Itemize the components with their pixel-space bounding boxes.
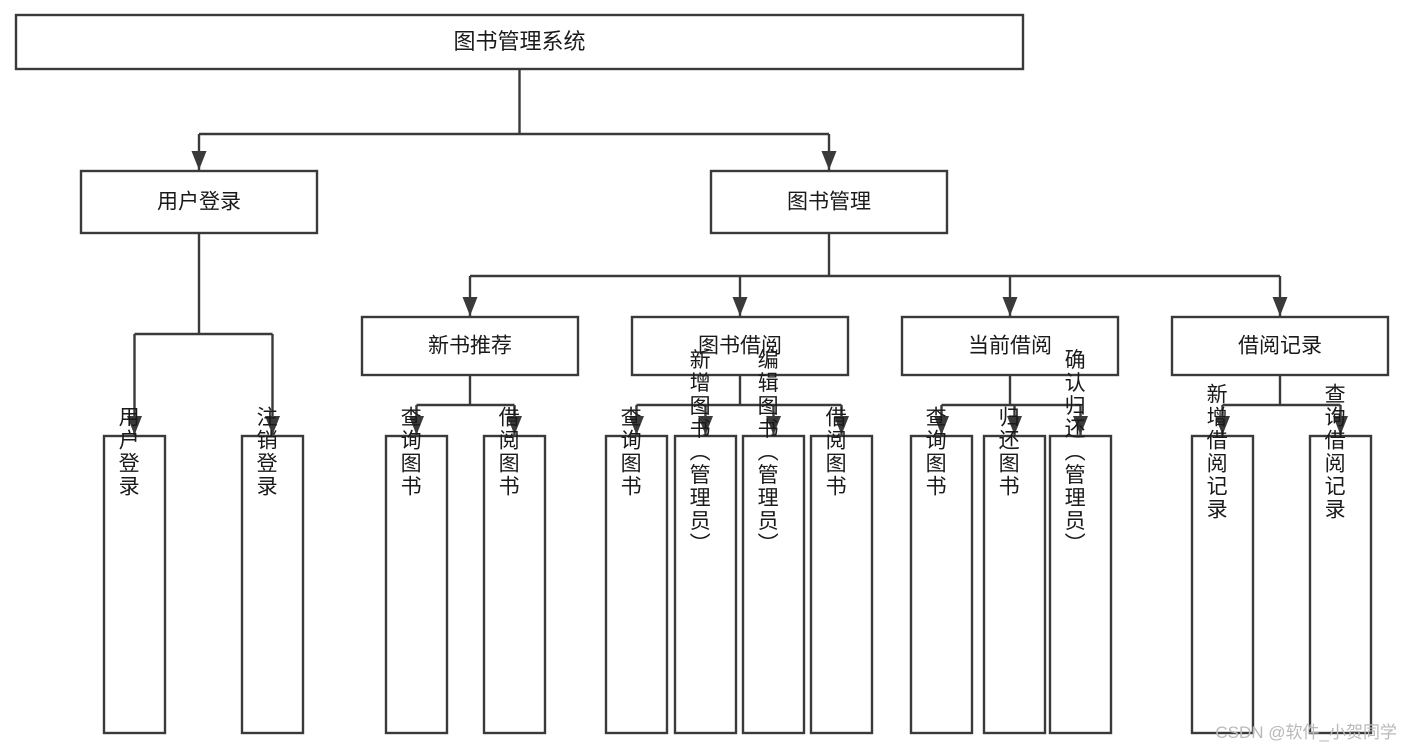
arrow-down-icon [766,416,781,435]
node-leaf-borrow-book-rect[interactable] [809,434,874,735]
arrow-down-icon [409,416,424,435]
arrow-down-icon [821,151,837,170]
node-leaf-query-book-cur-label: 查询图书 [923,406,947,498]
arrow-down-icon [507,416,522,435]
node-leaf-add-book-admin-rect[interactable] [673,434,738,735]
node-leaf-add-borrow-record-label: 新增借阅记录 [1204,383,1228,521]
node-root[interactable]: 图书管理系统 [14,13,1025,71]
node-leaf-query-borrow-record[interactable]: 查询借阅记录 [1308,383,1373,735]
node-leaf-query-book-borrow-label: 查询图书 [618,406,642,498]
node-leaf-borrow-book-rec-rect[interactable] [482,434,547,735]
arrow-down-icon [462,297,478,316]
node-leaf-borrow-book-rec[interactable]: 借阅图书 [482,406,547,735]
node-new-book-rec[interactable]: 新书推荐 [360,315,580,377]
arrow-down-icon [1002,297,1018,316]
node-leaf-query-book-rec-rect[interactable] [384,434,449,735]
node-book-manage-rect[interactable] [709,169,949,235]
node-leaf-query-borrow-record-label: 查询借阅记录 [1322,383,1346,521]
node-leaf-confirm-return-admin-label: 确认归还（管理员） [1062,349,1086,556]
arrow-down-icon [191,151,207,170]
node-leaf-user-logout-label: 注销登录 [254,406,278,498]
node-current-borrow[interactable]: 当前借阅 [900,315,1120,377]
node-current-borrow-label: 当前借阅 [968,335,1052,358]
node-leaf-confirm-return-admin-rect[interactable] [1048,434,1113,735]
node-leaf-query-book-cur[interactable]: 查询图书 [909,406,974,735]
node-new-book-rec-label: 新书推荐 [428,335,512,358]
csdn-watermark: CSDN @软件_小贺同学 [1215,723,1397,742]
node-root-label: 图书管理系统 [453,29,585,54]
node-leaf-add-borrow-record-rect[interactable] [1190,434,1255,735]
node-leaf-query-book-rec-label: 查询图书 [398,406,422,498]
node-borrow-record[interactable]: 借阅记录 [1170,315,1390,377]
node-leaf-return-book-rect[interactable] [982,434,1047,735]
node-layer: 图书管理系统用户登录图书管理新书推荐图书借阅当前借阅借阅记录用户登录注销登录查询… [14,13,1390,735]
node-user-login-rect[interactable] [79,169,319,235]
arrow-down-icon [1272,297,1288,316]
arrow-down-icon [265,416,280,435]
node-borrow-record-rect[interactable] [1170,315,1390,377]
node-book-manage-label: 图书管理 [787,191,871,214]
node-book-borrow-rect[interactable] [630,315,850,377]
node-leaf-borrow-book-rec-label: 借阅图书 [496,406,520,498]
arrow-down-icon [1007,416,1022,435]
node-leaf-add-book-admin[interactable]: 新增图书（管理员） [673,349,738,735]
node-current-borrow-rect[interactable] [900,315,1120,377]
node-leaf-query-book-borrow-rect[interactable] [604,434,669,735]
node-root-rect[interactable] [14,13,1025,71]
arrow-down-icon [1333,416,1348,435]
node-leaf-query-book-rec[interactable]: 查询图书 [384,406,449,735]
node-leaf-user-login-rect[interactable] [102,434,167,735]
arrow-down-icon [1073,416,1088,435]
node-leaf-user-logout[interactable]: 注销登录 [240,406,305,735]
arrow-down-icon [834,416,849,435]
arrow-down-icon [127,416,142,435]
node-leaf-user-login[interactable]: 用户登录 [102,406,167,735]
node-leaf-query-book-borrow[interactable]: 查询图书 [604,406,669,735]
node-leaf-borrow-book[interactable]: 借阅图书 [809,406,874,735]
node-borrow-record-label: 借阅记录 [1238,335,1322,358]
arrow-down-icon [698,416,713,435]
node-leaf-edit-book-admin-rect[interactable] [741,434,806,735]
node-user-login[interactable]: 用户登录 [79,169,319,235]
node-book-manage[interactable]: 图书管理 [709,169,949,235]
connector-layer [127,69,1348,435]
node-new-book-rec-rect[interactable] [360,315,580,377]
node-leaf-user-login-label: 用户登录 [116,406,140,498]
arrow-down-icon [1215,416,1230,435]
node-leaf-add-borrow-record[interactable]: 新增借阅记录 [1190,383,1255,735]
node-book-borrow-label: 图书借阅 [698,335,782,358]
node-leaf-query-book-cur-rect[interactable] [909,434,974,735]
arrow-down-icon [732,297,748,316]
node-leaf-borrow-book-label: 借阅图书 [823,406,847,498]
node-leaf-confirm-return-admin[interactable]: 确认归还（管理员） [1048,349,1113,735]
node-leaf-add-book-admin-label: 新增图书（管理员） [687,349,711,556]
node-leaf-return-book-label: 归还图书 [996,406,1020,498]
node-leaf-user-logout-rect[interactable] [240,434,305,735]
arrow-down-icon [629,416,644,435]
node-user-login-label: 用户登录 [157,191,241,214]
node-leaf-edit-book-admin[interactable]: 编辑图书（管理员） [741,349,806,735]
node-book-borrow[interactable]: 图书借阅 [630,315,850,377]
node-leaf-return-book[interactable]: 归还图书 [982,406,1047,735]
node-leaf-edit-book-admin-label: 编辑图书（管理员） [755,349,779,556]
arrow-down-icon [934,416,949,435]
node-leaf-query-borrow-record-rect[interactable] [1308,434,1373,735]
